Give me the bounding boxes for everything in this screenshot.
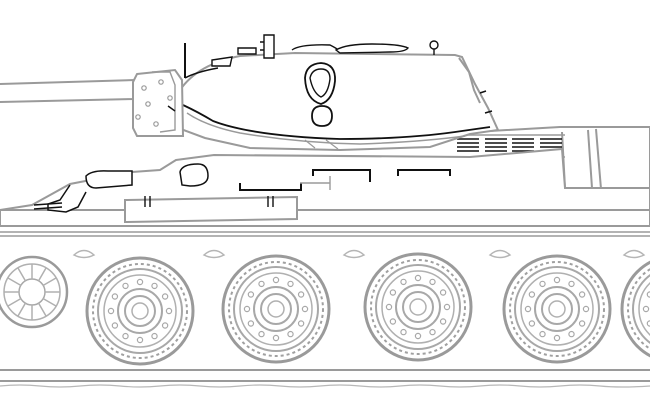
road-wheel-4 bbox=[502, 254, 612, 364]
gun-barrel bbox=[0, 78, 136, 103]
turret bbox=[176, 51, 500, 152]
road-wheel-5-partial bbox=[620, 254, 650, 364]
road-wheel-3 bbox=[363, 252, 473, 362]
sprocket-wheel bbox=[0, 255, 69, 329]
gun-mantlet bbox=[132, 68, 185, 137]
pistol-port-icon bbox=[304, 62, 336, 127]
road-wheel-2 bbox=[221, 254, 331, 364]
track bbox=[0, 231, 650, 388]
road-wheel-1 bbox=[85, 256, 195, 366]
driver-hatch bbox=[33, 163, 209, 213]
turret-roof-details bbox=[184, 34, 439, 127]
